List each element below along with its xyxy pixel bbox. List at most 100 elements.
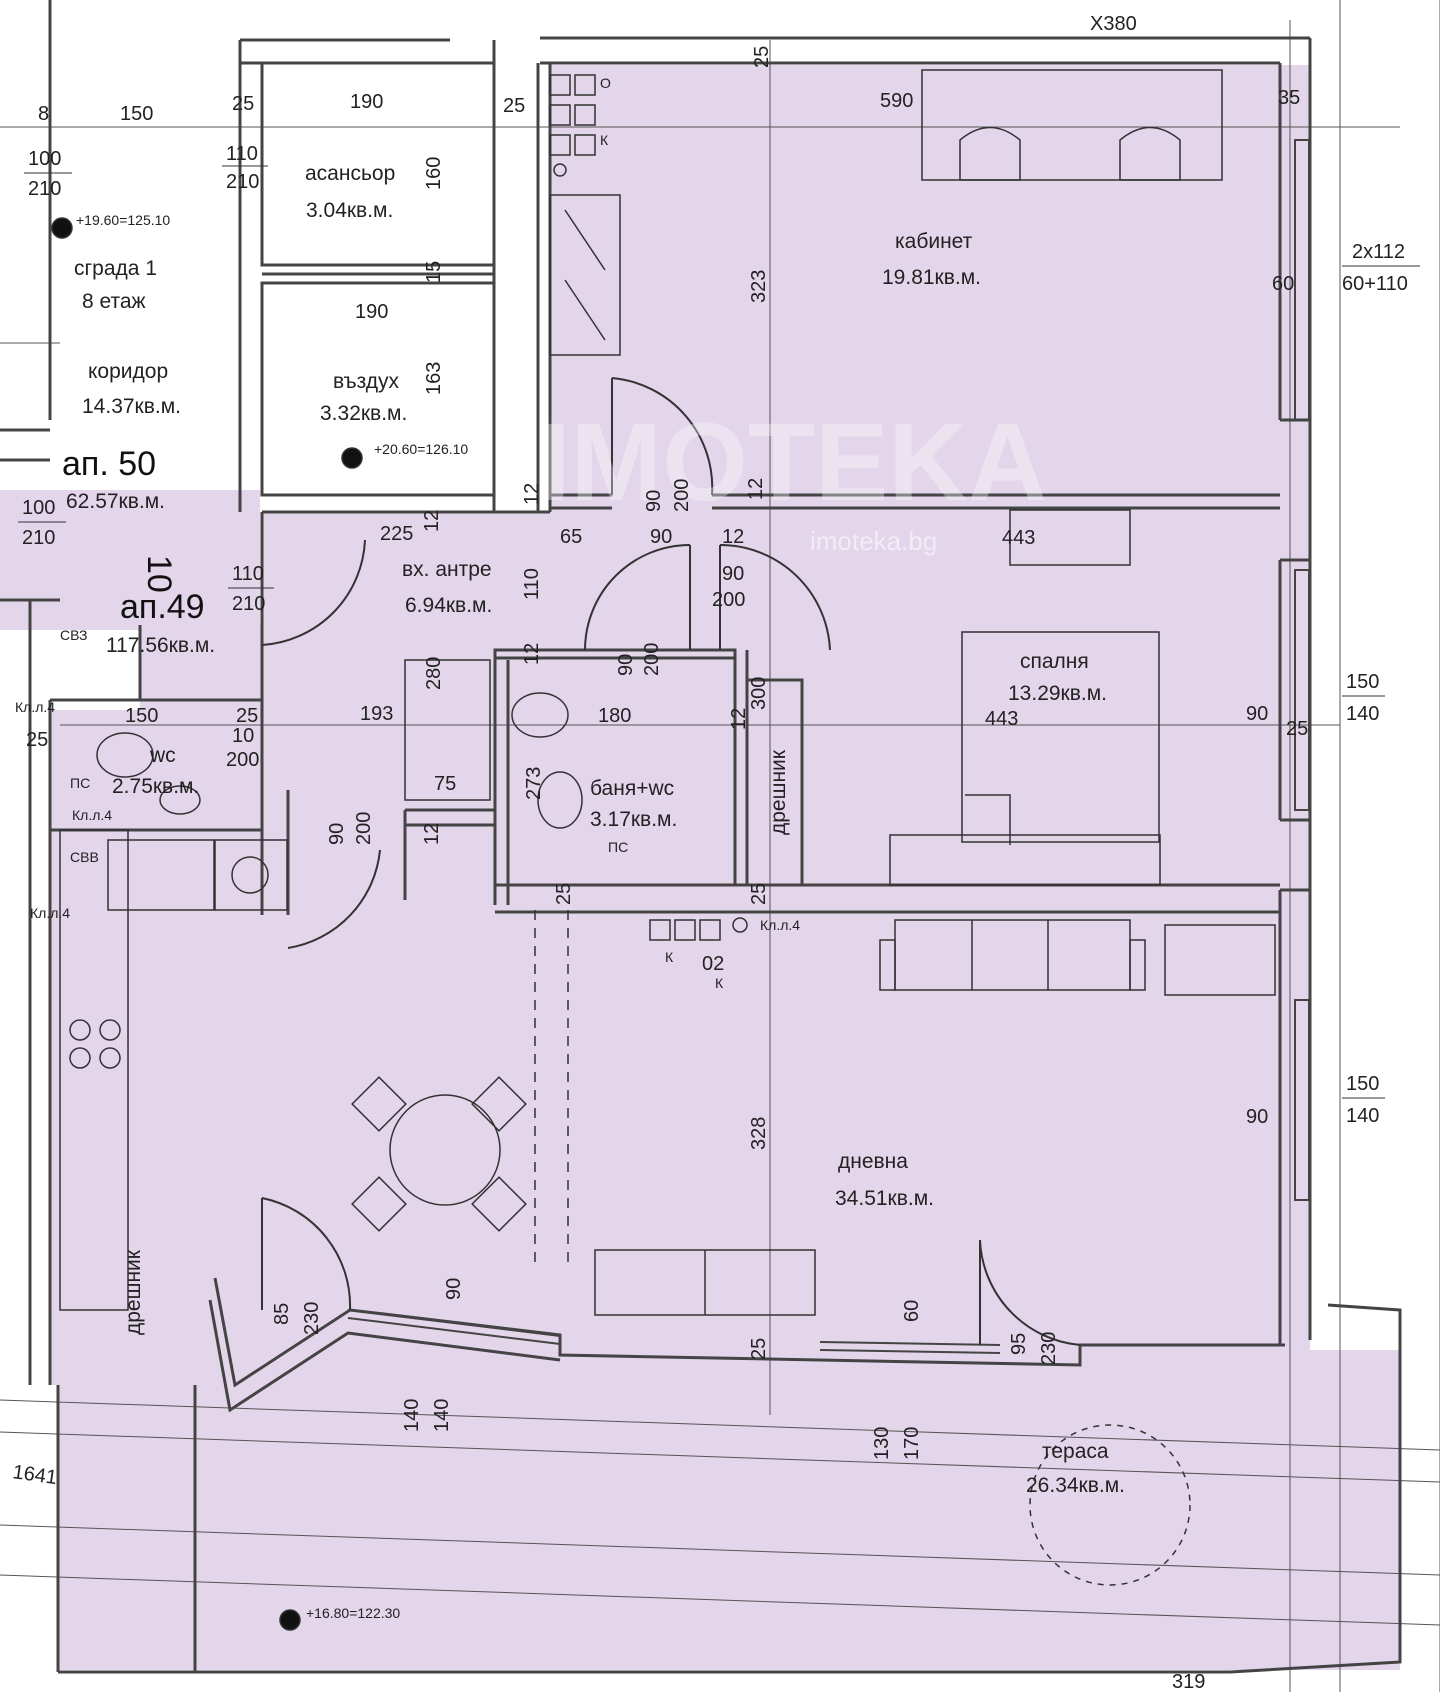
svg-text:200: 200: [226, 749, 259, 771]
air-area: 3.32кв.м.: [320, 402, 407, 425]
dimensions: 590 35 25 190 25 25 150 8 160 190 15 163…: [11, 13, 1308, 1692]
tag-ps-bath: ПС: [608, 839, 628, 855]
ap49-label: ап.49: [120, 588, 205, 626]
dim-150-top: 150: [120, 103, 153, 125]
dim-12-bath: 12: [521, 643, 543, 665]
svg-text:60+110: 60+110: [1342, 273, 1408, 295]
tag-k-living1: К: [665, 949, 674, 965]
svg-text:170: 170: [901, 1427, 923, 1460]
dim-280: 280: [423, 657, 445, 690]
apartment-labels: ап. 50 62.57кв.м. ап.49 117.56кв.м. 10: [62, 445, 215, 657]
dim-300: 300: [748, 677, 770, 710]
frac-110-210-entrance: 110 210: [228, 563, 274, 615]
frac-90-200-entrance: 90 200: [326, 812, 375, 845]
svg-text:200: 200: [641, 643, 663, 676]
dim-160: 160: [423, 157, 445, 190]
frac-130-170: 130 170: [871, 1427, 923, 1460]
window-60: 60: [1272, 273, 1294, 295]
dim-150-wc: 150: [125, 705, 158, 727]
terrace-area: 26.34кв.м.: [1026, 1474, 1125, 1497]
svg-text:90: 90: [615, 654, 637, 676]
dining-table: [389, 1094, 501, 1206]
frac-150-140-living: 150 140: [1342, 1073, 1385, 1127]
dim-90-living: 90: [1246, 1106, 1268, 1128]
dim-190-air: 190: [355, 301, 388, 323]
dim-25-wc: 25: [236, 705, 258, 727]
svg-text:150: 150: [1346, 671, 1379, 693]
fraction-dimensions: 90 200 90 200 90 200 90 200 85 230 95 23…: [18, 143, 1420, 1460]
dim-60-living: 60: [901, 1300, 923, 1322]
closet-label-kitchen: дрешник: [122, 1249, 145, 1335]
frac-85-230: 85 230: [271, 1302, 323, 1335]
svg-text:140: 140: [431, 1399, 453, 1432]
svg-text:130: 130: [871, 1427, 893, 1460]
svg-text:210: 210: [232, 593, 265, 615]
dim-180: 180: [598, 705, 631, 727]
watermark: IMOTEKA imoteka.bg: [540, 401, 1047, 556]
tags: СВЗ СВВ Кл.л.4 Кл.л.4 Кл.л.4 Кл.л.4 К К …: [15, 75, 800, 991]
dim-35: 35: [1278, 87, 1300, 109]
dim-25-bath-bottom: 25: [553, 883, 575, 905]
furniture: [51, 69, 1276, 1631]
building-floor: 8 етаж: [82, 290, 146, 313]
svg-text:200: 200: [712, 589, 745, 611]
wc-area: 2.75кв.м.: [112, 775, 199, 798]
apartment-floor: [50, 65, 1400, 1670]
dim-328: 328: [748, 1117, 770, 1150]
bath-area: 3.17кв.м.: [590, 808, 677, 831]
corridor-name: коридор: [88, 360, 168, 383]
bedroom-area: 13.29кв.м.: [1008, 682, 1107, 705]
svg-text:140: 140: [1346, 703, 1379, 725]
frac-150-140-bedroom: 150 140: [1342, 671, 1385, 725]
tag-kl4-2: Кл.л.4: [72, 807, 112, 823]
dim-65: 65: [560, 526, 582, 548]
tag-ps-wc: ПС: [70, 775, 90, 791]
dim-273: 273: [523, 767, 545, 800]
svg-text:110: 110: [226, 143, 258, 165]
dim-225: 225: [380, 523, 413, 545]
living-area: 34.51кв.м.: [835, 1187, 934, 1210]
wc-name: wc: [149, 744, 176, 767]
closet-label-bedroom: дрешник: [767, 749, 790, 835]
frac-90-200-bath: 90 200: [615, 643, 663, 676]
dim-110: 110: [521, 568, 543, 600]
dim-1641: 1641: [11, 1461, 58, 1489]
dim-193: 193: [360, 703, 393, 725]
elevation-3: +16.80=122.30: [306, 1605, 400, 1621]
dim-8: 8: [38, 103, 49, 125]
frac-90-200-bedroom: 90 200: [712, 563, 745, 611]
dim-02: 02: [702, 953, 724, 975]
svg-text:90: 90: [326, 823, 348, 845]
svg-text:85: 85: [271, 1303, 293, 1325]
svg-text:95: 95: [1008, 1333, 1030, 1355]
svg-text:230: 230: [301, 1302, 323, 1335]
dim-12-bedroom: 12: [745, 478, 767, 500]
svg-text:210: 210: [22, 527, 55, 549]
dim-12-office: 12: [521, 483, 543, 505]
svg-text:200: 200: [353, 812, 375, 845]
ap49-area: 117.56кв.м.: [106, 634, 215, 657]
dim-25-left-wc: 25: [26, 729, 48, 751]
dim-12-entrance: 12: [421, 510, 443, 532]
dim-75: 75: [434, 773, 456, 795]
frac-100-210-mid: 100 210: [18, 497, 66, 549]
frac-100-210-top: 100 210: [24, 148, 72, 200]
dim-25-east: 25: [1286, 718, 1308, 740]
svg-text:230: 230: [1038, 1332, 1060, 1365]
dim-12-closet: 12: [728, 708, 750, 730]
dim-25-left: 25: [232, 93, 254, 115]
watermark-brand: IMOTEKA: [540, 401, 1047, 524]
elevation-1: +19.60=125.10: [76, 212, 170, 228]
svg-text:110: 110: [232, 563, 264, 585]
dim-25-living-bottom: 25: [748, 1338, 770, 1360]
tag-k-living2: К: [715, 975, 724, 991]
watermark-site: imoteka.bg: [810, 526, 937, 556]
air-name: въздух: [333, 370, 400, 393]
svg-text:90: 90: [722, 563, 744, 585]
frac-95-230: 95 230: [1008, 1332, 1060, 1365]
ap50-area: 62.57кв.м.: [66, 490, 165, 513]
living-name: дневна: [838, 1150, 908, 1173]
apartment-number: 10: [140, 555, 178, 593]
floor-fills: [0, 65, 1400, 1670]
